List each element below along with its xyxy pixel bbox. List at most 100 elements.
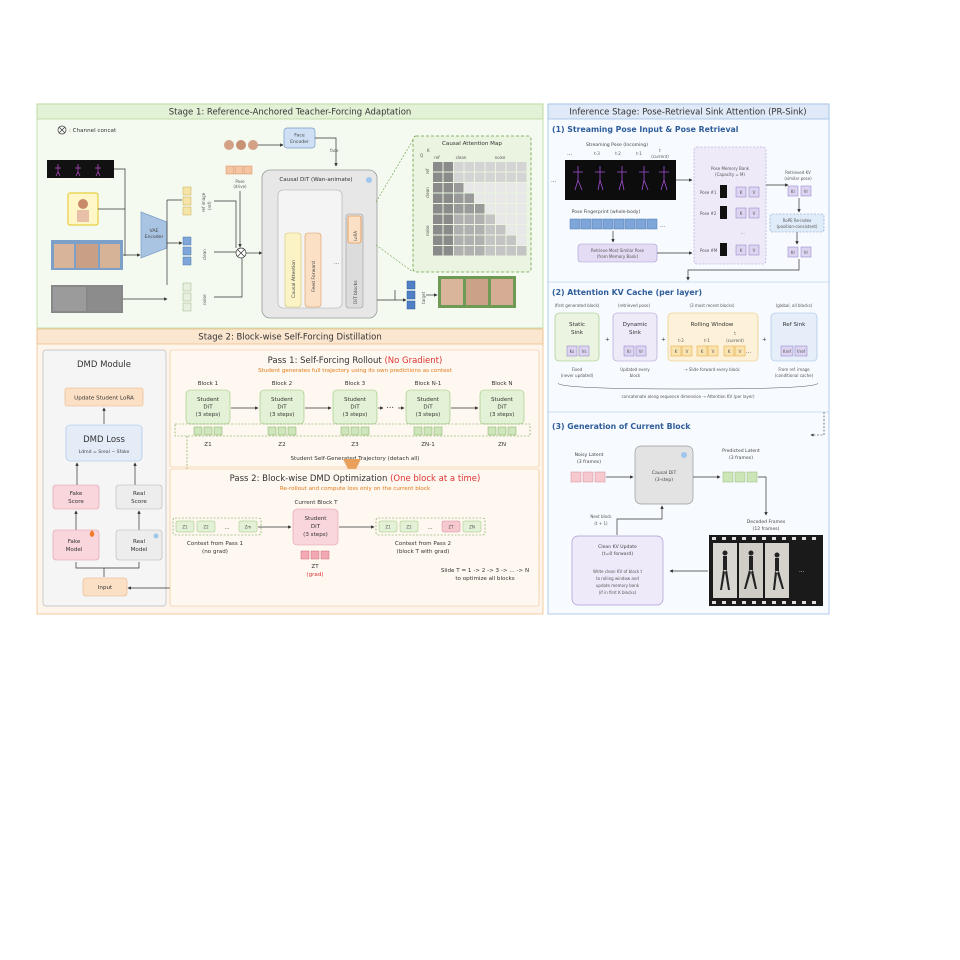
concat-legend: : Channel concat	[69, 128, 117, 134]
attention-cell	[517, 183, 527, 193]
attention-cell	[464, 214, 474, 224]
attention-cell	[485, 235, 495, 245]
input-box	[82, 577, 128, 597]
attention-cell	[443, 246, 453, 256]
retrieve-label-1: Retrieve Most Similar Pose	[591, 248, 645, 253]
fake-model-label-2: Model	[66, 547, 83, 553]
input-label: Input	[98, 585, 113, 591]
dit-blocks-label: DiT blocks	[353, 280, 359, 304]
lora-module	[347, 215, 362, 244]
attn-row-ref: ref	[425, 168, 430, 174]
pose-entry-k-label: K	[740, 248, 743, 253]
attention-cell	[454, 172, 464, 182]
attention-cell	[506, 246, 516, 256]
causal-attention-block	[284, 232, 302, 308]
noisy-label-2: (3 frames)	[577, 459, 601, 465]
attention-cell	[464, 193, 474, 203]
causal-dit-inference	[634, 445, 694, 505]
attention-cell	[433, 246, 443, 256]
stage1-panel: Stage 1: Reference-Anchored Teacher-Forc…	[36, 103, 544, 329]
attention-cell	[464, 246, 474, 256]
rope-kr: Kr	[791, 250, 796, 255]
ctx1-label-1: Context from Pass 1	[187, 541, 244, 547]
context-ellipsis: ...	[224, 525, 230, 531]
pass1-student-label: Student	[197, 397, 220, 403]
attention-cell	[485, 246, 495, 256]
fake-model-label-1: Fake	[68, 539, 81, 545]
attention-cell	[475, 204, 485, 214]
rolling-kv-cell	[707, 345, 719, 357]
retrieved-vr: Vr	[804, 189, 809, 194]
attention-cell	[485, 162, 495, 172]
pass2-student-2: DiT	[311, 524, 321, 530]
ctx2-label-1: Context from Pass 2	[395, 541, 451, 547]
attention-cell	[517, 172, 527, 182]
rolling-kv-label: V	[686, 349, 689, 354]
frame-label-t3: t-3	[594, 151, 600, 156]
dynamic-sink	[612, 312, 658, 362]
pass1-block-name: Block N-1	[415, 381, 442, 387]
fake-model-box	[52, 529, 100, 561]
pass2-title-red: (One block at a time)	[390, 474, 480, 484]
attention-cell	[475, 246, 485, 256]
attention-cell	[517, 235, 527, 245]
attention-cell	[464, 183, 474, 193]
current-block-label: Current Block T	[294, 500, 338, 506]
snowflake-icon	[153, 533, 159, 539]
static-k: Ks	[570, 349, 575, 354]
attention-cell	[433, 193, 443, 203]
attention-cell	[517, 225, 527, 235]
pose-entry-k	[735, 207, 747, 219]
attention-cell	[496, 172, 506, 182]
pose-entry-v-label: V	[753, 190, 756, 195]
pass1-latent-cell	[360, 426, 370, 436]
pass1-latent-cell	[487, 426, 497, 436]
ctx2-label-2: (block T with grad)	[397, 549, 450, 555]
attention-cell	[443, 225, 453, 235]
slide-label-1: Slide T = 1 -> 2 -> 3 -> ... -> N	[441, 568, 529, 574]
attention-cell	[496, 246, 506, 256]
ref-image-label-1: ref image	[201, 192, 206, 212]
attention-cell	[506, 193, 516, 203]
attn-col-noise: noise	[495, 155, 506, 160]
face-encoder-label-1: Face	[294, 133, 305, 139]
context-cell	[462, 520, 482, 533]
update-title-1: Clean KV Update	[598, 544, 637, 550]
fingerprint-cell	[624, 218, 636, 230]
attention-cell	[485, 172, 495, 182]
context-cell	[441, 520, 461, 533]
pose-entry-v-label: V	[753, 248, 756, 253]
pass1-latent-cell	[350, 426, 360, 436]
clean-label: clean	[202, 249, 207, 260]
predicted-latent-cells	[722, 471, 758, 483]
pose-entry-k	[735, 244, 747, 256]
pose-entry-k-label: K	[740, 211, 743, 216]
pose-entry-label: Pose #2	[700, 211, 717, 216]
pass1-z-label: ZN	[498, 442, 506, 448]
pass1-student-label: (3 steps)	[196, 412, 221, 418]
attention-cell	[475, 193, 485, 203]
noise-label: noise	[202, 294, 207, 305]
pass1-latent-cell	[413, 426, 423, 436]
pass1-latent-cell	[423, 426, 433, 436]
attention-cell	[443, 235, 453, 245]
attention-cell	[464, 235, 474, 245]
pose-drive-label-1: Pose	[235, 179, 245, 184]
rolling-kv-cell	[670, 345, 682, 357]
pass1-latent-cell	[287, 426, 297, 436]
static-top: (first generated block)	[555, 303, 600, 308]
rolling-t2: t-2	[678, 338, 684, 343]
fake-score-box	[52, 484, 100, 510]
rolling-dots: ...	[746, 349, 752, 355]
attention-cell	[506, 204, 516, 214]
context-cell	[399, 520, 419, 533]
pass1-student-label: DiT	[497, 405, 507, 411]
pose-entry-v-label: V	[753, 211, 756, 216]
real-model-label-2: Model	[131, 547, 148, 553]
rope-label-2: (position-consistent)	[776, 224, 817, 229]
attention-cell	[433, 225, 443, 235]
feed-forward-block	[304, 232, 322, 308]
